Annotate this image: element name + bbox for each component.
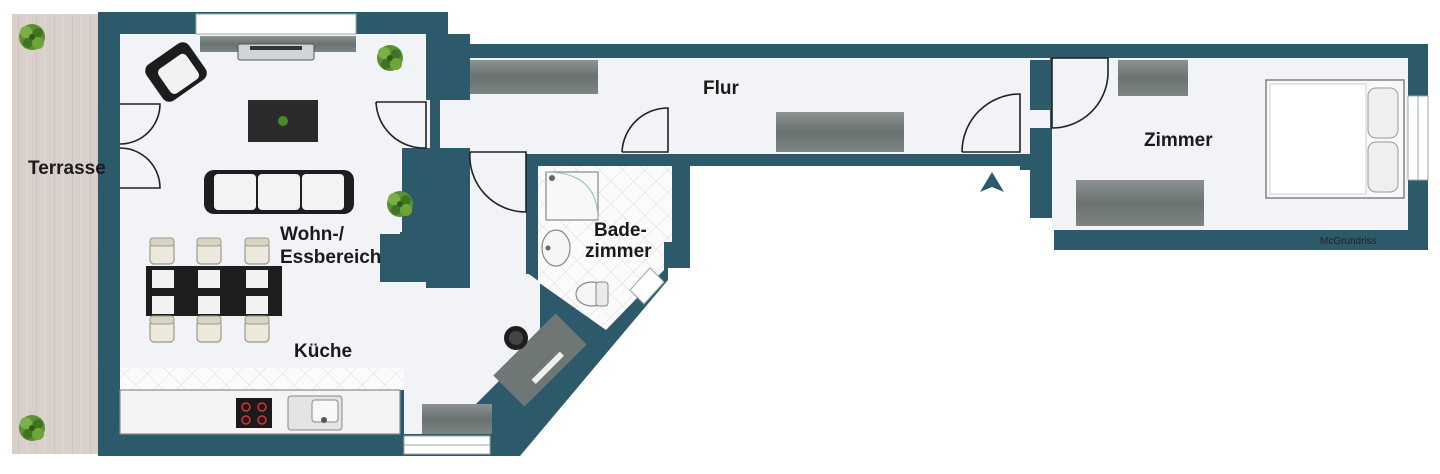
wall-partition	[526, 154, 538, 274]
logo-mark: VP	[101, 425, 123, 452]
terrace-floor	[12, 14, 98, 454]
bed-icon	[1265, 79, 1405, 199]
plant-icon	[387, 191, 413, 217]
room-label-kitchen: Küche	[294, 341, 352, 362]
room-label-terrace: Terrasse	[28, 158, 106, 179]
room-label-living-2: Essbereich	[280, 247, 381, 268]
office-chair-icon	[504, 326, 528, 350]
company-logo: VP VON POLL IMMOBILIEN	[99, 370, 123, 452]
toilet-icon	[575, 281, 609, 307]
plant-icon	[377, 45, 403, 71]
wall-partition	[426, 34, 470, 100]
dining-table	[146, 266, 282, 316]
wall-partition	[98, 190, 120, 252]
plant-icon	[19, 24, 45, 50]
shower-icon	[545, 171, 599, 221]
chair-icon	[244, 237, 270, 265]
room-label-bath-2: zimmer	[585, 241, 652, 262]
watermark: McGrundriss	[1320, 236, 1377, 247]
wall-partition	[98, 352, 120, 456]
logo-name: VON POLL	[99, 370, 111, 424]
room-label-bedroom: Zimmer	[1144, 130, 1213, 151]
chair-icon	[149, 315, 175, 343]
bedroom-cabinet	[1076, 180, 1204, 226]
chair-icon	[149, 237, 175, 265]
chair-icon	[244, 315, 270, 343]
desk	[493, 313, 587, 407]
room-label-living-1: Wohn-/	[280, 224, 345, 245]
hall-cabinet	[776, 112, 904, 152]
wall-partition	[526, 154, 672, 166]
window	[195, 13, 357, 35]
chair-icon	[196, 315, 222, 343]
stove-icon	[236, 398, 272, 428]
plant-icon	[19, 415, 45, 441]
sink-icon	[541, 229, 571, 267]
armchair-icon	[145, 42, 207, 102]
entrance-arrow-icon	[980, 172, 1004, 192]
wall-partition	[400, 232, 440, 282]
room-label-bath-1: Bade-	[594, 220, 647, 241]
bedroom-cabinet	[1118, 60, 1188, 96]
wall-partition	[1030, 60, 1052, 110]
door	[119, 57, 1109, 213]
hall-cabinet	[422, 404, 492, 434]
chair-icon	[196, 237, 222, 265]
sink-icon	[287, 395, 343, 431]
wall-partition	[98, 34, 120, 100]
room-label-hallway: Flur	[703, 78, 739, 99]
logo-tagline: IMMOBILIEN	[115, 393, 120, 424]
hall-cabinet	[470, 60, 598, 94]
wall-partition	[1030, 128, 1052, 218]
kitchen-counter-tiles	[120, 368, 404, 390]
window	[629, 267, 665, 305]
sofa-icon	[204, 170, 354, 214]
